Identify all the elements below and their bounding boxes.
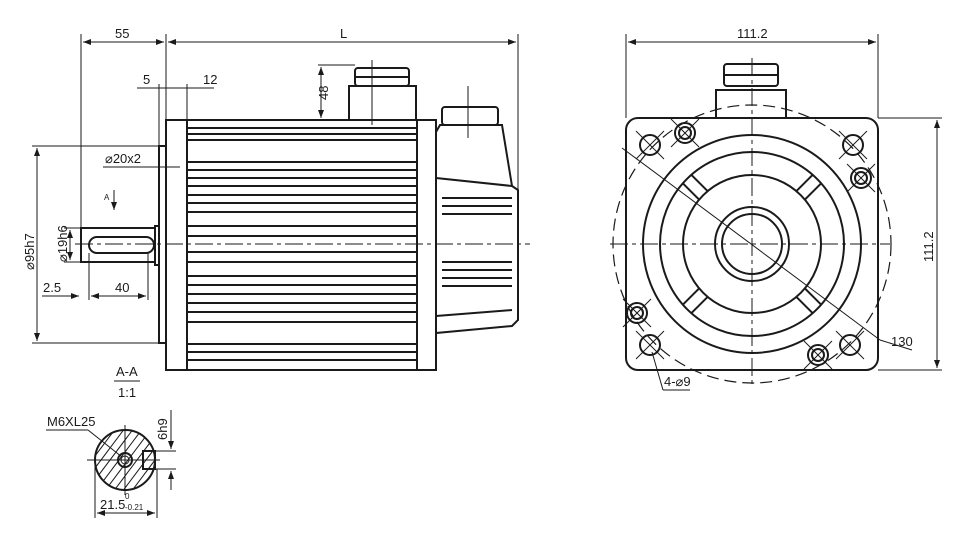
dim-bolt-circle: 130 [891, 334, 913, 349]
mount-hole [639, 334, 661, 356]
dim-length: L [340, 26, 347, 41]
dim-5: 5 [143, 72, 150, 87]
keyway [88, 236, 155, 254]
dim-55: 55 [115, 26, 129, 41]
cooling-fins [187, 127, 417, 361]
mount-hole [639, 134, 661, 156]
threaded-hole [850, 167, 872, 189]
mount-hole [842, 134, 864, 156]
spoke [804, 182, 823, 201]
dim-width: 111.2 [737, 26, 768, 41]
dim-key-length: 40 [115, 280, 129, 295]
spoke [804, 287, 823, 306]
front-view: 130 111.2 111.2 4-⌀9 [610, 26, 942, 391]
spoke [690, 296, 709, 315]
thread-label: M6XL25 [47, 414, 95, 429]
spoke [681, 287, 700, 306]
spoke [795, 296, 814, 315]
dim-pilot-diameter: ⌀95h7 [22, 233, 37, 270]
dim-depth: 21.5 [100, 497, 125, 512]
mount-hole [839, 334, 861, 356]
threaded-hole [807, 344, 829, 366]
spoke [690, 173, 709, 192]
front-connector [715, 63, 787, 119]
dim-key-offset: 2.5 [43, 280, 61, 295]
shaft [80, 227, 156, 263]
dim-chamfer: ⌀20x2 [105, 151, 141, 166]
threaded-hole [674, 122, 696, 144]
hatch-line [95, 430, 96, 490]
tolerance-lower: -0.21 [125, 503, 144, 512]
motor-body [165, 119, 437, 371]
side-view: 55 L 5 12 48 ⌀20x2 A ⌀95h7 ⌀19h6 2.5 40 [22, 26, 530, 371]
dim-48: 48 [316, 86, 331, 100]
section-scale: 1:1 [118, 385, 136, 400]
dim-height: 111.2 [921, 231, 936, 262]
top-connector [348, 60, 417, 125]
dim-shaft-diameter: ⌀19h6 [55, 225, 70, 262]
spoke [795, 173, 814, 192]
hatch-line [124, 430, 155, 490]
threaded-hole [626, 302, 648, 324]
section-view: A-A 1:1 M6XL25 6h9 21.5 0 -0.21 [46, 364, 176, 518]
encoder-housing [435, 86, 519, 335]
tolerance-upper: 0 [125, 492, 130, 501]
dim-holes: 4-⌀9 [664, 374, 691, 389]
spoke [681, 182, 700, 201]
key-width: 6h9 [155, 418, 170, 440]
dim-12: 12 [203, 72, 217, 87]
section-title: A-A [116, 364, 138, 379]
section-marker: A [104, 193, 110, 202]
